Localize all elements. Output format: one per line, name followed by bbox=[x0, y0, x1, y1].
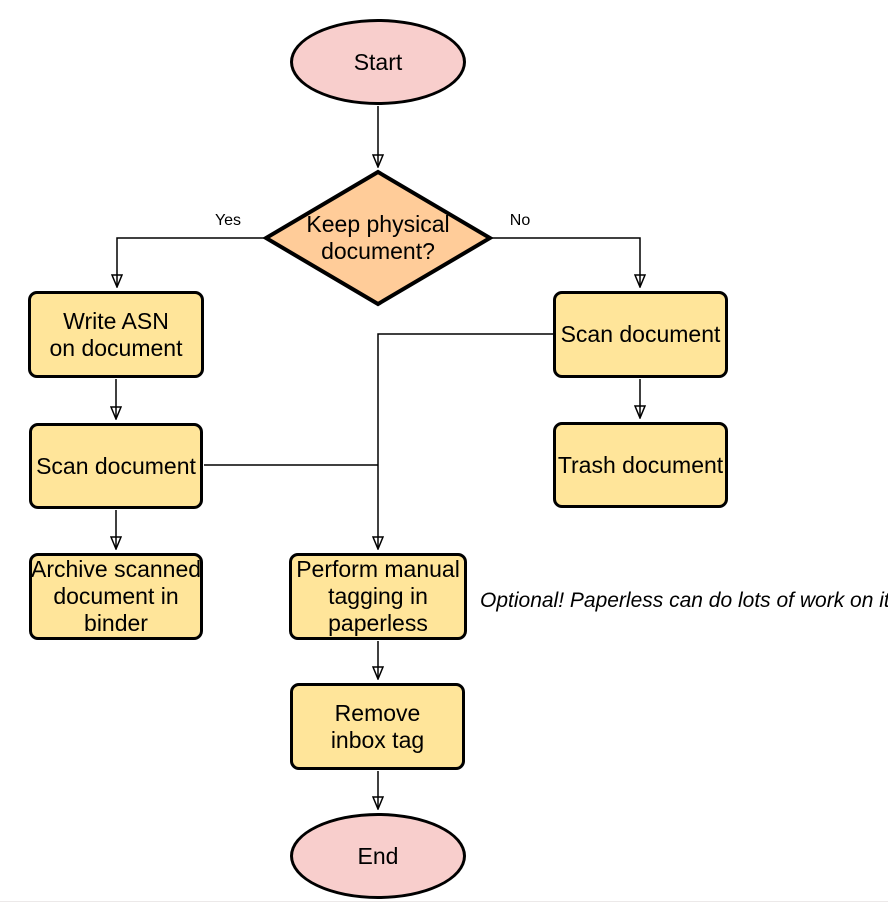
node-archive-scanned-label-line3: binder bbox=[84, 610, 148, 636]
node-archive-scanned: Archive scanned document in binder bbox=[29, 553, 203, 640]
node-scan-document-right-label: Scan document bbox=[560, 321, 721, 347]
node-manual-tagging-label-line1: Perform manual bbox=[296, 556, 460, 582]
bottom-divider-line bbox=[0, 901, 888, 902]
node-keep-physical-decision: Keep physical document? bbox=[263, 169, 493, 307]
annotation-optional-note: Optional! Paperless can do lots of work … bbox=[480, 587, 888, 614]
edge-decision-yes bbox=[117, 237, 264, 286]
node-keep-physical-label-line2: document? bbox=[321, 238, 435, 264]
annotation-line1: Optional! Paperless can do lots of work … bbox=[480, 589, 874, 612]
node-trash-document: Trash document bbox=[553, 422, 728, 508]
annotation-line2: its own here. bbox=[879, 589, 888, 612]
node-write-asn: Write ASN on document bbox=[28, 291, 204, 378]
node-scan-document-right: Scan document bbox=[553, 291, 728, 378]
edge-decision-no bbox=[492, 237, 640, 286]
node-end-label: End bbox=[357, 842, 399, 869]
node-manual-tagging: Perform manual tagging in paperless bbox=[289, 553, 467, 640]
node-scan-document-left: Scan document bbox=[29, 423, 203, 509]
node-write-asn-label-line2: on document bbox=[49, 334, 183, 361]
node-keep-physical-label-line1: Keep physical bbox=[306, 211, 450, 237]
node-archive-scanned-label-line1: Archive scanned bbox=[30, 556, 202, 582]
edge-label-yes: Yes bbox=[214, 212, 242, 229]
node-start: Start bbox=[290, 19, 466, 105]
edge-label-no: No bbox=[509, 212, 531, 229]
node-remove-inbox-tag: Remove inbox tag bbox=[290, 683, 465, 770]
node-manual-tagging-label-line2: tagging in bbox=[328, 583, 428, 609]
node-end: End bbox=[290, 813, 466, 899]
node-scan-document-left-label: Scan document bbox=[36, 452, 196, 479]
diamond-shape bbox=[263, 169, 493, 307]
node-trash-document-label: Trash document bbox=[557, 451, 724, 478]
node-archive-scanned-label-line2: document in bbox=[53, 583, 179, 609]
edge-scanright-tagging bbox=[378, 333, 553, 548]
node-start-label: Start bbox=[353, 48, 403, 75]
node-remove-inbox-tag-label-line1: Remove bbox=[334, 699, 421, 726]
node-remove-inbox-tag-label-line2: inbox tag bbox=[330, 726, 425, 753]
node-write-asn-label-line1: Write ASN bbox=[63, 307, 169, 334]
node-manual-tagging-label-line3: paperless bbox=[328, 610, 428, 636]
